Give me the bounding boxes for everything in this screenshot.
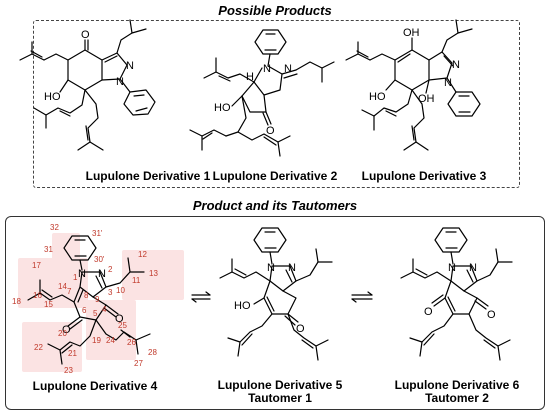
num-16: 16	[33, 291, 42, 300]
num-3: 3	[108, 288, 113, 297]
num-28: 28	[148, 348, 157, 357]
num-31: 31	[44, 245, 53, 254]
derivative-4-numbering: 1 2 3 4 5 6 7 8 9 10 11 12 13 14 15 16 1…	[12, 223, 158, 375]
caption-derivative-3: Lupulone Derivative 3	[361, 169, 487, 183]
num-19: 19	[92, 336, 101, 345]
num-31-prime: 31'	[92, 229, 103, 238]
d3-hydroxyl-bridge: OH	[418, 93, 435, 105]
num-15: 15	[44, 300, 53, 309]
caption-derivative-5-line2: Tautomer 1	[248, 391, 312, 405]
structure-derivative-6	[400, 227, 513, 361]
d5-n2: N	[288, 262, 296, 274]
d5-n1: N	[267, 262, 275, 274]
d4-n1: N	[78, 268, 86, 280]
caption-derivative-6-line2: Tautomer 2	[425, 391, 489, 405]
num-11: 11	[132, 276, 141, 285]
num-26: 26	[127, 338, 136, 347]
d5-oxygen: O	[296, 323, 305, 335]
num-2: 2	[108, 265, 113, 274]
num-5: 5	[93, 309, 98, 318]
structure-derivative-4	[27, 235, 151, 365]
num-25: 25	[118, 321, 127, 330]
possible-products-title: Possible Products	[218, 3, 332, 18]
caption-derivative-2: Lupulone Derivative 2	[212, 169, 338, 183]
d1-oxygen: O	[81, 29, 90, 41]
d3-n2: N	[452, 59, 460, 71]
equilibrium-arrow-1	[191, 291, 211, 303]
caption-derivative-6: Lupulone Derivative 6 Tautomer 2	[372, 379, 542, 405]
structure-derivative-1	[19, 19, 156, 151]
caption-derivative-4: Lupulone Derivative 4	[32, 379, 158, 393]
num-4: 4	[102, 305, 107, 314]
d2-oxygen: O	[266, 125, 275, 137]
d6-oxygen-left: O	[424, 306, 433, 318]
num-12: 12	[138, 250, 147, 259]
d5-hydroxyl: HO	[234, 300, 251, 312]
num-23: 23	[64, 366, 73, 375]
num-7: 7	[67, 287, 72, 296]
d6-n1: N	[448, 262, 456, 274]
num-10: 10	[116, 286, 125, 295]
caption-derivative-5-line1: Lupulone Derivative 5	[217, 378, 343, 392]
d3-n1: N	[444, 77, 452, 89]
d2-hydroxyl: HO	[214, 102, 231, 114]
structure-derivative-5	[219, 227, 333, 361]
product-tautomers-box	[5, 216, 545, 410]
num-1: 1	[73, 273, 78, 282]
num-27: 27	[134, 359, 143, 368]
num-9: 9	[95, 295, 100, 304]
d2-n1: N	[263, 63, 271, 75]
d4-oxygen-4: O	[115, 313, 124, 325]
d1-n2: N	[126, 60, 134, 72]
num-6: 6	[82, 306, 87, 315]
d4-n2: N	[98, 268, 106, 280]
product-tautomers-title: Product and its Tautomers	[192, 198, 358, 213]
num-8: 8	[84, 291, 89, 300]
structure-derivative-2	[189, 29, 335, 157]
num-14: 14	[58, 282, 67, 291]
d2-n2: N	[284, 63, 292, 75]
caption-derivative-6-line1: Lupulone Derivative 6	[394, 378, 520, 392]
num-17: 17	[32, 261, 41, 270]
d3-hydroxyl-ring: HO	[369, 91, 386, 103]
d6-n2: N	[469, 262, 477, 274]
d2-hydrogen: H	[246, 71, 254, 83]
d1-hydroxyl: HO	[44, 91, 61, 103]
caption-derivative-5: Lupulone Derivative 5 Tautomer 1	[195, 379, 365, 405]
d1-n1: N	[116, 76, 124, 88]
d4-oxygen-6: O	[62, 324, 71, 336]
equilibrium-arrow-2	[351, 291, 373, 303]
d3-hydroxyl-top: OH	[403, 27, 420, 39]
num-20: 20	[58, 329, 67, 338]
num-22: 22	[34, 343, 43, 352]
d6-oxygen-right: O	[487, 309, 496, 321]
caption-derivative-1: Lupulone Derivative 1	[85, 169, 211, 183]
num-13: 13	[149, 269, 158, 278]
num-21: 21	[68, 349, 77, 358]
num-30-prime: 30'	[94, 255, 105, 264]
num-32: 32	[50, 223, 59, 232]
structure-derivative-3	[345, 19, 481, 151]
possible-products-box	[33, 20, 520, 188]
num-24: 24	[106, 336, 115, 345]
num-18: 18	[12, 297, 21, 306]
